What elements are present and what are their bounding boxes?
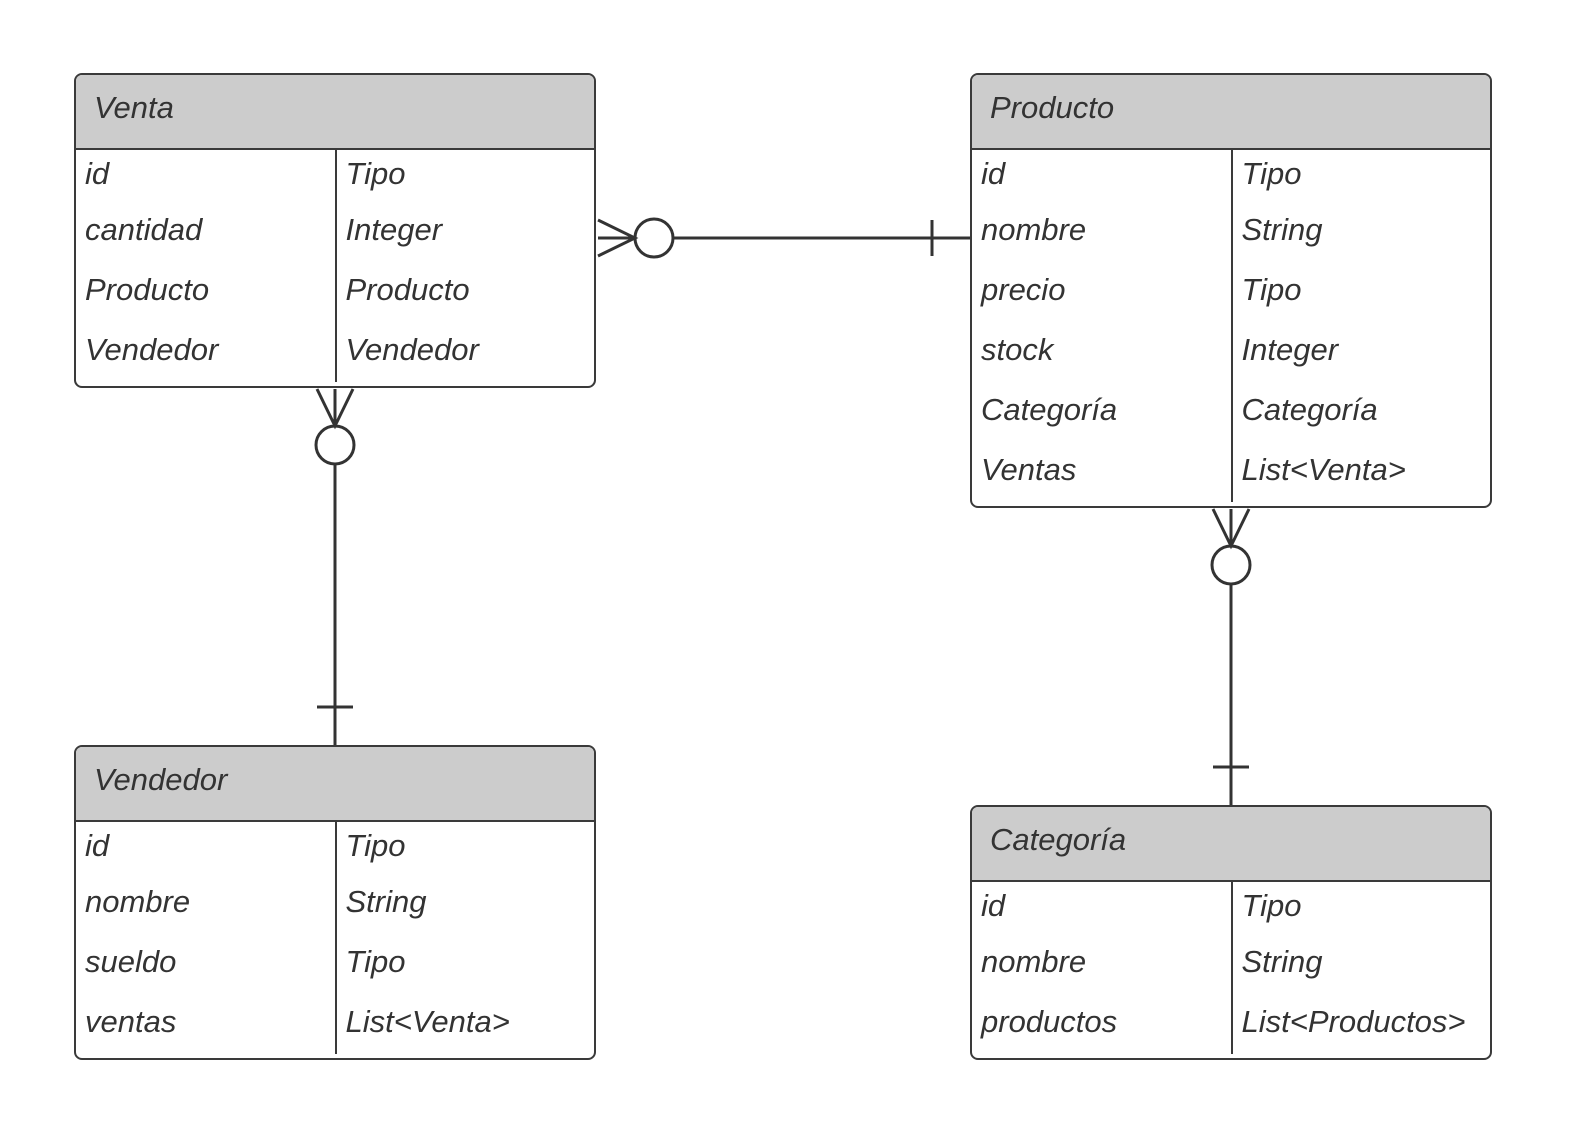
connector-venta-producto	[597, 217, 970, 259]
attribute-type: Tipo	[1241, 272, 1302, 307]
attribute-type: String	[1241, 212, 1323, 247]
attribute-row: id Tipo	[76, 822, 594, 874]
attribute-row: productos List<Productos>	[972, 994, 1490, 1054]
attribute-type: String	[345, 884, 427, 919]
entity-producto[interactable]: Producto id Tipo nombre String precio Ti…	[970, 73, 1492, 508]
attribute-row: Categoría Categoría	[972, 382, 1490, 442]
attribute-row: Ventas List<Venta>	[972, 442, 1490, 502]
zero-symbol	[633, 217, 675, 259]
attribute-row: id Tipo	[76, 150, 594, 202]
attribute-type: List<Venta>	[1241, 452, 1406, 487]
entity-attributes: id Tipo nombre String precio Tipo stock …	[972, 150, 1490, 502]
attribute-name: precio	[981, 272, 1066, 307]
attribute-row: stock Integer	[972, 322, 1490, 382]
crow-foot-many-symbol	[315, 388, 355, 430]
attribute-name: cantidad	[85, 212, 203, 247]
attribute-name: ventas	[85, 1004, 177, 1039]
attribute-name: productos	[981, 1004, 1118, 1039]
attribute-type: Tipo	[345, 156, 406, 191]
attribute-type: Tipo	[1241, 888, 1302, 923]
entity-venta[interactable]: Venta id Tipo cantidad Integer Producto …	[74, 73, 596, 388]
attribute-row: cantidad Integer	[76, 202, 594, 262]
attribute-name: Vendedor	[85, 332, 219, 367]
zero-symbol	[1210, 544, 1252, 586]
attribute-row: nombre String	[972, 934, 1490, 994]
attribute-name: sueldo	[85, 944, 177, 979]
entity-categoria[interactable]: Categoría id Tipo nombre String producto…	[970, 805, 1492, 1060]
attribute-row: id Tipo	[972, 150, 1490, 202]
attribute-row: Vendedor Vendedor	[76, 322, 594, 382]
attribute-type: Categoría	[1241, 392, 1378, 427]
attribute-row: nombre String	[972, 202, 1490, 262]
attribute-name: id	[85, 828, 110, 863]
entity-attributes: id Tipo nombre String sueldo Tipo ventas…	[76, 822, 594, 1054]
attribute-name: Producto	[85, 272, 210, 307]
entity-vendedor[interactable]: Vendedor id Tipo nombre String sueldo Ti…	[74, 745, 596, 1060]
attribute-row: id Tipo	[972, 882, 1490, 934]
attribute-name: id	[981, 888, 1006, 923]
connector-venta-vendedor	[314, 388, 356, 745]
attribute-type: Integer	[345, 212, 443, 247]
attribute-type: Tipo	[345, 944, 406, 979]
attribute-type: Tipo	[345, 828, 406, 863]
entity-attributes: id Tipo nombre String productos List<Pro…	[972, 882, 1490, 1054]
attribute-name: id	[85, 156, 110, 191]
attribute-type: List<Productos>	[1241, 1004, 1466, 1039]
crow-foot-many-symbol	[1211, 508, 1251, 550]
attribute-type: List<Venta>	[345, 1004, 510, 1039]
attribute-type: Vendedor	[345, 332, 479, 367]
attribute-row: nombre String	[76, 874, 594, 934]
entity-title: Vendedor	[76, 747, 594, 822]
attribute-row: sueldo Tipo	[76, 934, 594, 994]
attribute-row: ventas List<Venta>	[76, 994, 594, 1054]
entity-title: Categoría	[972, 807, 1490, 882]
attribute-name: nombre	[981, 212, 1087, 247]
attribute-type: String	[1241, 944, 1323, 979]
connector-producto-categoria	[1210, 508, 1252, 805]
attribute-name: nombre	[85, 884, 191, 919]
attribute-type: Tipo	[1241, 156, 1302, 191]
attribute-name: stock	[981, 332, 1054, 367]
attribute-name: Categoría	[981, 392, 1118, 427]
attribute-row: Producto Producto	[76, 262, 594, 322]
attribute-row: precio Tipo	[972, 262, 1490, 322]
attribute-name: Ventas	[981, 452, 1077, 487]
zero-symbol	[314, 424, 356, 466]
attribute-type: Integer	[1241, 332, 1339, 367]
attribute-name: nombre	[981, 944, 1087, 979]
attribute-type: Producto	[345, 272, 470, 307]
entity-title: Venta	[76, 75, 594, 150]
entity-attributes: id Tipo cantidad Integer Producto Produc…	[76, 150, 594, 382]
attribute-name: id	[981, 156, 1006, 191]
entity-title: Producto	[972, 75, 1490, 150]
crow-foot-many-symbol	[597, 218, 639, 258]
